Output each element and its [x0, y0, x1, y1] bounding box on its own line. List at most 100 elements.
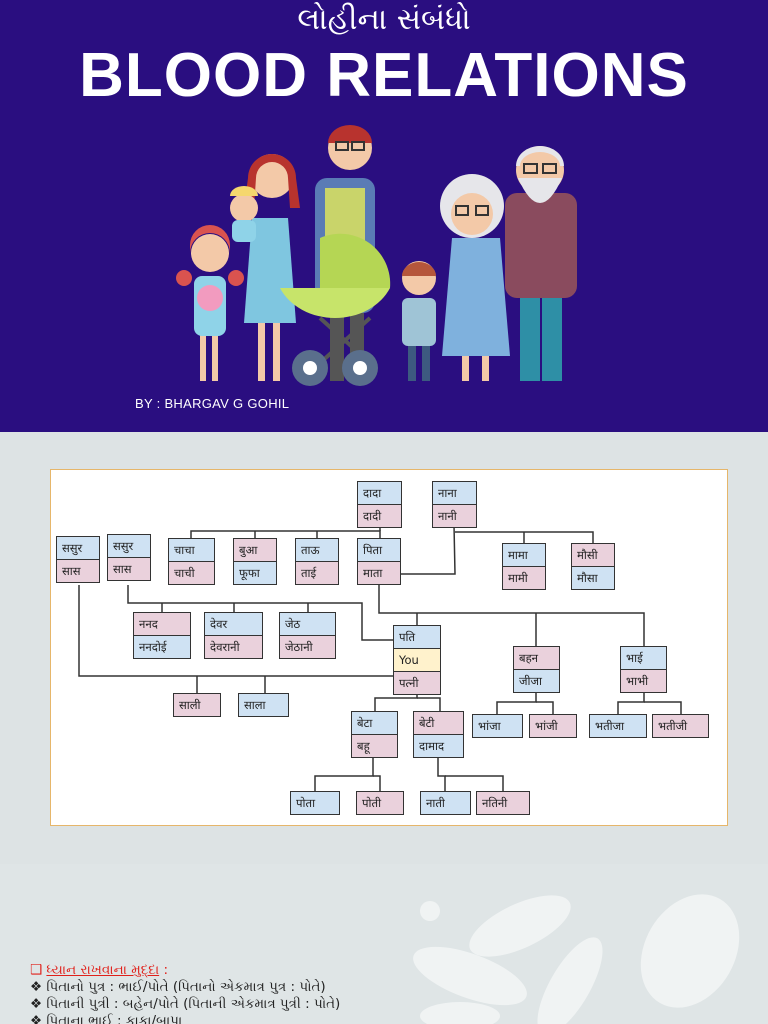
label-bhai: भाई [621, 647, 666, 669]
label-devar: देवर [205, 613, 262, 635]
notes-heading-text: ધ્યાન રાખવાના મુદ્દા [46, 962, 160, 978]
label-dadi: दादी [358, 504, 401, 527]
label-chachi: चाची [169, 561, 214, 584]
box-natini: नतिनी [476, 791, 530, 815]
label-mausi: मौसी [572, 544, 614, 566]
label-mausa: मौसा [572, 566, 614, 589]
box-sasur-saas-1: ससुर सास [56, 536, 100, 583]
boy-figure [402, 261, 436, 381]
box-nanad-nandoi: ननद ननदोई [133, 612, 191, 659]
label-tau: ताऊ [296, 539, 338, 561]
label-sali: साली [174, 694, 220, 716]
label-natini: नतिनी [477, 792, 529, 814]
label-bua: बुआ [234, 539, 276, 561]
note-text: પિતાનો પુત્ર : ભાઈ/પોતે (પિતાનો એકમાત્ર … [46, 979, 326, 995]
box-bhanji: भांजी [529, 714, 577, 738]
label-patni: पत्नी [394, 671, 440, 694]
label-behan: बहन [514, 647, 559, 669]
box-bhanja: भांजा [472, 714, 523, 738]
label-nati: नाती [421, 792, 470, 814]
girl-with-teddy-figure [176, 225, 244, 381]
stroller-figure [280, 233, 391, 386]
box-pati-you-patni: पति You पत्नी [393, 625, 441, 695]
label-saas: सास [108, 557, 150, 580]
box-bhai-bhabhi: भाई भाभी [620, 646, 667, 693]
box-dada-dadi: दादा दादी [357, 481, 402, 528]
label-bhanji: भांजी [530, 715, 576, 737]
label-beta: बेटा [352, 712, 397, 734]
label-mami: मामी [503, 566, 545, 589]
label-mama: मामा [503, 544, 545, 566]
leaf-decoration [413, 894, 740, 1024]
label-you: You [394, 648, 440, 671]
label-pita: पिता [358, 539, 400, 561]
label-beti: बेटी [414, 712, 463, 734]
label-jethani: जेठानी [280, 635, 335, 658]
cover-subtitle: લોહીના સંબંધો [297, 2, 471, 37]
notes-slide: ❑ ધ્યાન રાખવાના મુદ્દા : ❖ પિતાનો પુત્ર … [0, 866, 768, 1024]
box-mama-mami: मामा मामी [502, 543, 546, 590]
checkbox-square-icon: ❑ [30, 962, 43, 978]
box-poti: पोती [356, 791, 404, 815]
box-nana-nani: नाना नानी [432, 481, 477, 528]
label-nana: नाना [433, 482, 476, 504]
box-behan-jija: बहन जीजा [513, 646, 560, 693]
note-text: પિતાની પુત્રી : બહેન/પોતે (પિતાની એકમાત્… [46, 996, 341, 1012]
family-illustration [176, 125, 577, 386]
diamond-bullet-icon: ❖ [30, 979, 47, 995]
label-pati: पति [394, 626, 440, 648]
notes-list: ❑ ધ્યાન રાખવાના મુદ્દા : ❖ પિતાનો પુત્ર … [30, 962, 340, 1024]
label-devrani: देवरानी [205, 635, 262, 658]
box-bhatija: भतीजा [589, 714, 647, 738]
box-sali: साली [173, 693, 221, 717]
label-nanad: ननद [134, 613, 190, 635]
cover-slide: લોહીના સંબંધો BLOOD RELATIONS [0, 0, 768, 432]
box-pota: पोता [290, 791, 340, 815]
box-bua-fufa: बुआ फूफा [233, 538, 277, 585]
box-mausi-mausa: मौसी मौसा [571, 543, 615, 590]
label-bahu: बहू [352, 734, 397, 757]
label-tai: ताई [296, 561, 338, 584]
label-sasur: ससुर [108, 535, 150, 557]
label-bhanja: भांजा [473, 715, 522, 737]
label-saas: सास [57, 559, 99, 582]
label-pota: पोता [291, 792, 339, 814]
label-damad: दामाद [414, 734, 463, 757]
label-chacha: चाचा [169, 539, 214, 561]
label-bhatija: भतीजा [590, 715, 646, 737]
label-mata: माता [358, 561, 400, 584]
label-bhatiji: भतीजी [653, 715, 708, 737]
box-beti-damad: बेटी दामाद [413, 711, 464, 758]
label-sasur: ससुर [57, 537, 99, 559]
mother-with-baby-figure [230, 154, 300, 381]
box-nati: नाती [420, 791, 471, 815]
notes-heading: ❑ ધ્યાન રાખવાના મુદ્દા : [30, 962, 340, 979]
grandfather-figure [505, 146, 577, 381]
label-sala: साला [239, 694, 288, 716]
box-jeth-jethani: जेठ जेठानी [279, 612, 336, 659]
box-sasur-saas-2: ससुर सास [107, 534, 151, 581]
box-tau-tai: ताऊ ताई [295, 538, 339, 585]
box-bhatiji: भतीजी [652, 714, 709, 738]
note-text: પિતાના ભાઈ : કાકા/બાપા [46, 1013, 183, 1024]
label-fufa: फूफा [234, 561, 276, 584]
label-jeth: जेठ [280, 613, 335, 635]
diamond-bullet-icon: ❖ [30, 1013, 47, 1024]
cover-title: BLOOD RELATIONS [79, 41, 689, 110]
box-sala: साला [238, 693, 289, 717]
box-chacha-chachi: चाचा चाची [168, 538, 215, 585]
notes-heading-suffix: : [163, 962, 169, 978]
note-item: ❖ પિતાના ભાઈ : કાકા/બાપા [30, 1013, 340, 1024]
label-nandoi: ननदोई [134, 635, 190, 658]
box-pita-mata: पिता माता [357, 538, 401, 585]
label-dada: दादा [358, 482, 401, 504]
box-beta-bahu: बेटा बहू [351, 711, 398, 758]
note-item: ❖ પિતાની પુત્રી : બહેન/પોતે (પિતાની એકમા… [30, 996, 340, 1013]
author-credit: BY : BHARGAV G GOHIL [135, 396, 290, 411]
grandmother-figure [440, 174, 510, 381]
label-jija: जीजा [514, 669, 559, 692]
note-item: ❖ પિતાનો પુત્ર : ભાઈ/પોતે (પિતાનો એકમાત્… [30, 979, 340, 996]
diamond-bullet-icon: ❖ [30, 996, 47, 1012]
label-nani: नानी [433, 504, 476, 527]
label-bhabhi: भाभी [621, 669, 666, 692]
